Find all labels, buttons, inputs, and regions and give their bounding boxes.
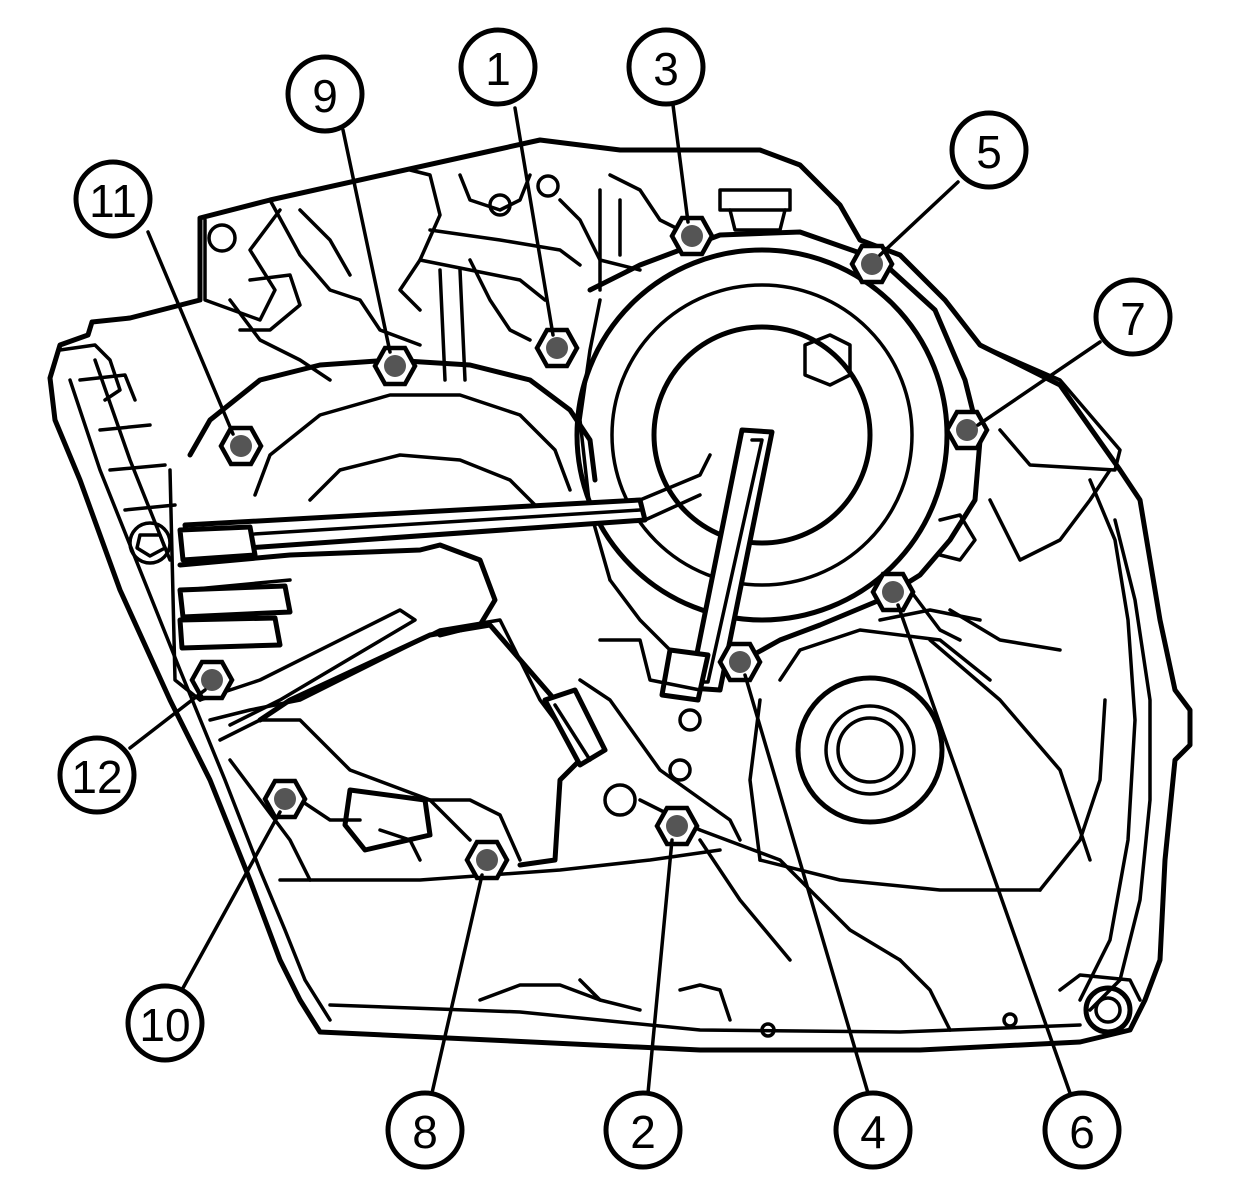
leader-10: [181, 810, 282, 990]
callout-4-label: 4: [860, 1106, 886, 1158]
bolt-7: [944, 409, 990, 451]
leader-12: [128, 688, 207, 750]
callout-4: 4: [833, 1090, 913, 1170]
bolt-8: [464, 839, 510, 881]
leader-4: [743, 673, 870, 1095]
bolt-set: [189, 215, 990, 881]
callout-3: 3: [626, 27, 706, 107]
bolt-12: [189, 659, 235, 701]
callout-11: 11: [73, 159, 153, 239]
callout-8: 8: [385, 1090, 465, 1170]
callout-5: 5: [949, 110, 1029, 190]
callout-9-label: 9: [312, 70, 338, 122]
leader-9: [341, 128, 392, 354]
callout-10: 10: [125, 983, 205, 1063]
callout-2: 2: [603, 1090, 683, 1170]
leader-3: [671, 103, 690, 224]
leader-7: [976, 340, 1102, 427]
callout-6: 6: [1042, 1090, 1122, 1170]
callout-12: 12: [57, 735, 137, 815]
bolt-3: [669, 215, 715, 257]
bolt-1: [534, 327, 580, 369]
callout-3-label: 3: [653, 43, 679, 95]
leader-11: [146, 230, 235, 436]
callout-7: 7: [1093, 277, 1173, 357]
callout-1-label: 1: [485, 43, 511, 95]
transaxle-case-drawing: [47, 137, 1193, 1053]
callout-12-label: 12: [71, 751, 122, 803]
leader-1: [513, 106, 555, 337]
bolt-4: [717, 641, 763, 683]
leader-lines: [128, 103, 1102, 1095]
bolt-6: [870, 571, 916, 613]
callout-2-label: 2: [630, 1106, 656, 1158]
bolt-9: [372, 345, 418, 387]
callout-6-label: 6: [1069, 1106, 1095, 1158]
leader-8: [430, 873, 484, 1095]
bolt-2: [654, 805, 700, 847]
callout-7-label: 7: [1120, 293, 1146, 345]
callout-8-label: 8: [412, 1106, 438, 1158]
leader-5: [878, 180, 960, 257]
callout-10-label: 10: [139, 999, 190, 1051]
bolt-11: [218, 425, 264, 467]
callout-9: 9: [285, 54, 365, 134]
leader-6: [896, 603, 1072, 1095]
callout-1: 1: [458, 27, 538, 107]
leader-2: [646, 838, 674, 1095]
bolt-10: [262, 778, 308, 820]
callout-5-label: 5: [976, 126, 1002, 178]
callout-11-label: 11: [89, 175, 137, 227]
